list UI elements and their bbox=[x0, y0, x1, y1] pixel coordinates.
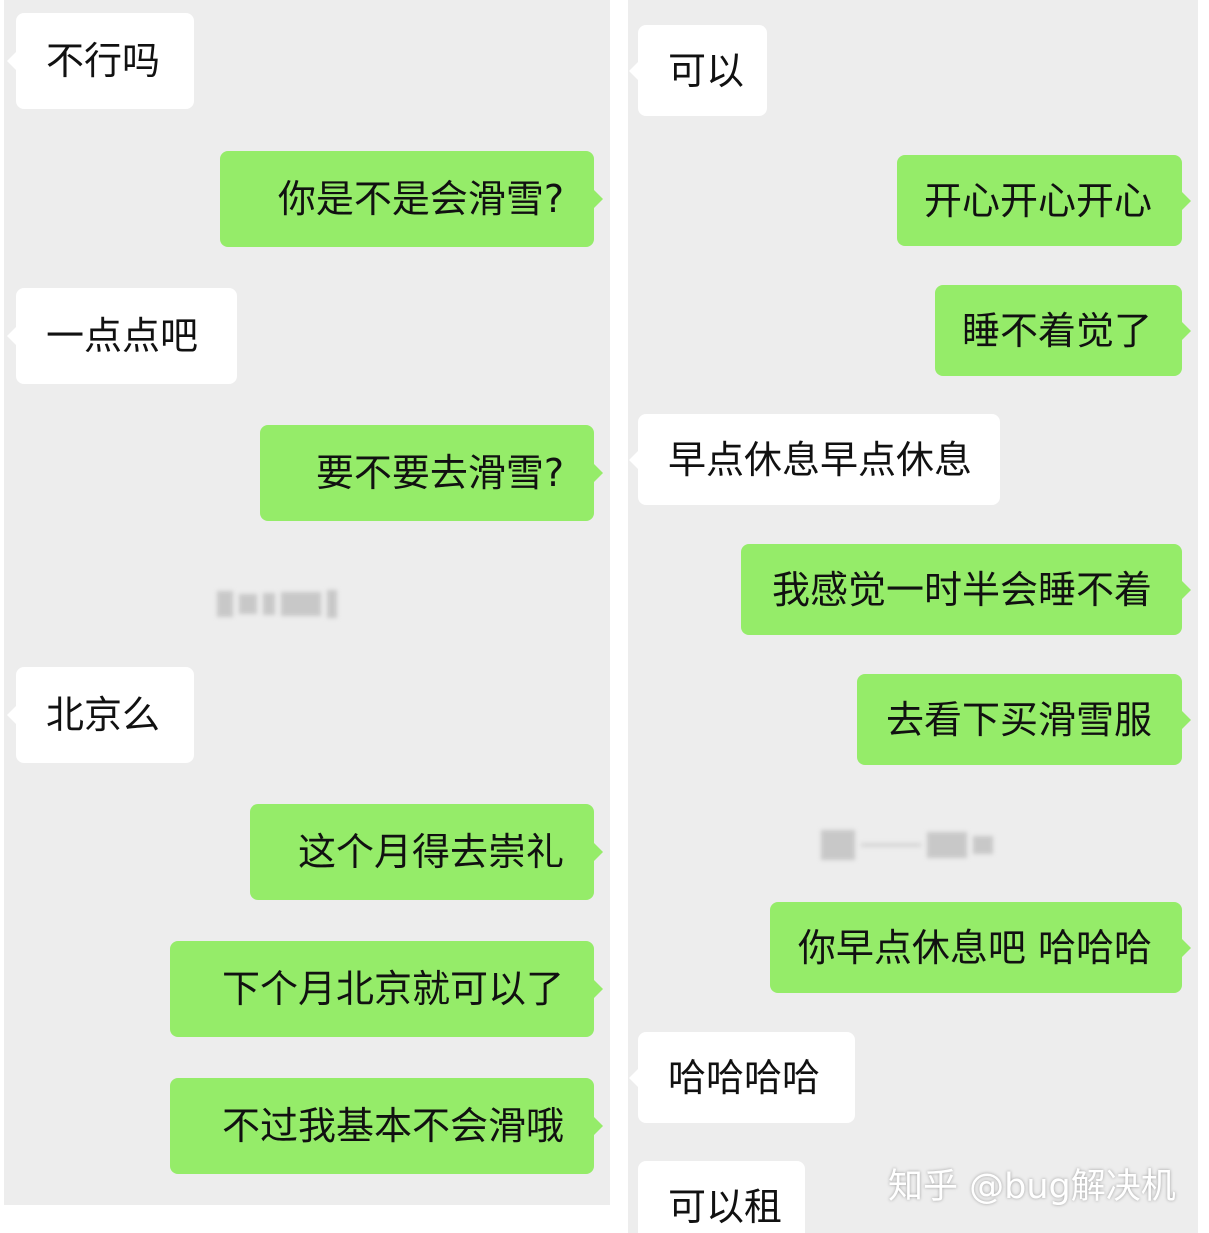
message-text: 不行吗 bbox=[46, 39, 161, 83]
message-bubble-outgoing[interactable]: 这个月得去崇礼 bbox=[250, 804, 603, 900]
message-text: 要不要去滑雪? bbox=[315, 451, 564, 495]
message-bubble-incoming[interactable]: 不行吗 bbox=[7, 13, 194, 109]
message-bubble-incoming[interactable]: 北京么 bbox=[7, 667, 194, 763]
message-text: 可以 bbox=[668, 48, 745, 93]
message-text: 不过我基本不会滑哦 bbox=[221, 1104, 564, 1148]
message-bubble-outgoing[interactable]: 要不要去滑雪? bbox=[260, 425, 603, 521]
message-bubble-outgoing[interactable]: 不过我基本不会滑哦 bbox=[170, 1078, 603, 1174]
message-text: 去看下买滑雪服 bbox=[885, 697, 1152, 742]
message-bubble-outgoing[interactable]: 开心开心开心 bbox=[897, 155, 1191, 246]
message-text: 你早点休息吧 哈哈哈 bbox=[797, 925, 1152, 970]
message-text: 一点点吧 bbox=[46, 314, 199, 358]
redacted-content bbox=[821, 830, 993, 860]
message-bubble-incoming[interactable]: 可以租 bbox=[638, 1161, 805, 1233]
message-bubble-incoming[interactable]: 可以 bbox=[629, 25, 767, 116]
message-text: 我感觉一时半会睡不着 bbox=[771, 567, 1152, 612]
message-text: 北京么 bbox=[46, 693, 161, 737]
redacted-content bbox=[217, 590, 337, 618]
message-bubble-outgoing[interactable]: 你早点休息吧 哈哈哈 bbox=[770, 902, 1191, 993]
chat-panel-right: 可以 开心开心开心 睡不着觉了 早点休息早点休息 我感觉一时半会睡不着 去看下买… bbox=[628, 0, 1198, 1233]
message-text: 下个月北京就可以了 bbox=[221, 967, 564, 1011]
message-bubble-outgoing[interactable]: 去看下买滑雪服 bbox=[857, 674, 1191, 765]
message-bubble-outgoing[interactable]: 你是不是会滑雪? bbox=[220, 151, 603, 247]
message-bubble-incoming[interactable]: 一点点吧 bbox=[7, 288, 237, 384]
message-bubble-incoming[interactable]: 哈哈哈哈 bbox=[629, 1032, 855, 1123]
message-text: 睡不着觉了 bbox=[961, 308, 1152, 353]
watermark: 知乎 @bug解决机 bbox=[888, 1167, 1176, 1207]
chat-panel-left: 不行吗 你是不是会滑雪? 一点点吧 要不要去滑雪? 北京么 这个月得去崇礼 下个… bbox=[4, 0, 610, 1205]
message-text: 早点休息早点休息 bbox=[668, 437, 973, 482]
message-text: 开心开心开心 bbox=[923, 178, 1152, 223]
message-text: 可以租 bbox=[668, 1184, 783, 1229]
message-text: 你是不是会滑雪? bbox=[277, 177, 564, 221]
message-text: 哈哈哈哈 bbox=[668, 1055, 821, 1100]
message-text: 这个月得去崇礼 bbox=[297, 830, 564, 874]
message-bubble-outgoing[interactable]: 下个月北京就可以了 bbox=[170, 941, 603, 1037]
message-bubble-outgoing[interactable]: 我感觉一时半会睡不着 bbox=[741, 544, 1191, 635]
message-bubble-outgoing[interactable]: 睡不着觉了 bbox=[935, 285, 1191, 376]
message-bubble-incoming[interactable]: 早点休息早点休息 bbox=[629, 414, 1000, 505]
